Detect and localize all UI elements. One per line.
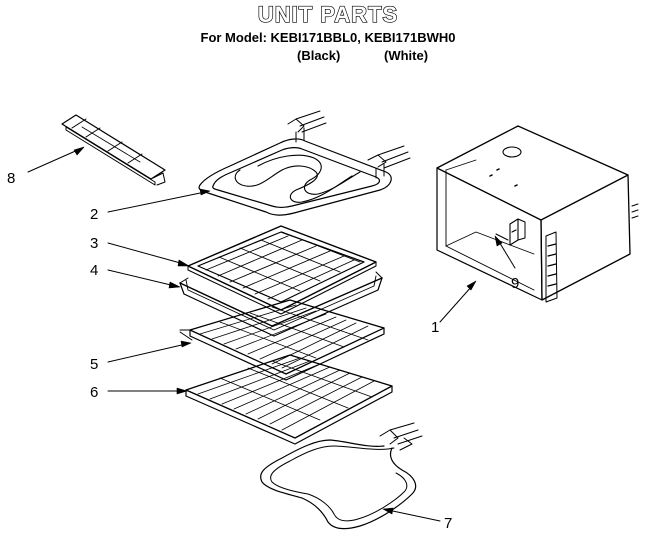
callout-6: 6 bbox=[90, 384, 98, 401]
callout-4: 4 bbox=[90, 262, 98, 279]
leader-9 bbox=[497, 239, 516, 269]
part-1-oven-cavity bbox=[436, 125, 639, 303]
variant-black-label: (Black) bbox=[297, 48, 341, 63]
part-3-broil-pan-insert bbox=[187, 225, 377, 315]
callout-1: 1 bbox=[431, 319, 439, 336]
model-subtitle: For Model: KEBI171BBL0, KEBI171BWH0 bbox=[200, 30, 456, 45]
part-8-bracket bbox=[61, 114, 166, 186]
part-4-broil-pan bbox=[179, 271, 383, 337]
callout-5: 5 bbox=[90, 356, 98, 373]
variant-white-label: (White) bbox=[384, 48, 429, 63]
leader-5 bbox=[107, 343, 187, 363]
part-9-component bbox=[495, 218, 526, 246]
diagram-title: UNIT PARTS bbox=[257, 1, 399, 27]
leader-1 bbox=[439, 285, 473, 323]
callout-7: 7 bbox=[444, 515, 452, 532]
leader-7 bbox=[387, 509, 441, 522]
leader-3 bbox=[107, 242, 185, 265]
leader-lines bbox=[27, 146, 516, 522]
part-5-oven-rack bbox=[179, 299, 385, 381]
part-2-broil-element bbox=[198, 110, 411, 216]
callout-9: 9 bbox=[511, 275, 519, 292]
callout-3: 3 bbox=[90, 235, 98, 252]
leader-2 bbox=[107, 191, 206, 213]
leader-8 bbox=[27, 148, 81, 173]
part-7-bake-element bbox=[260, 422, 423, 530]
part-6-oven-rack bbox=[185, 354, 393, 445]
callout-8: 8 bbox=[7, 170, 15, 187]
callout-2: 2 bbox=[90, 206, 98, 223]
leader-4 bbox=[107, 269, 176, 287]
